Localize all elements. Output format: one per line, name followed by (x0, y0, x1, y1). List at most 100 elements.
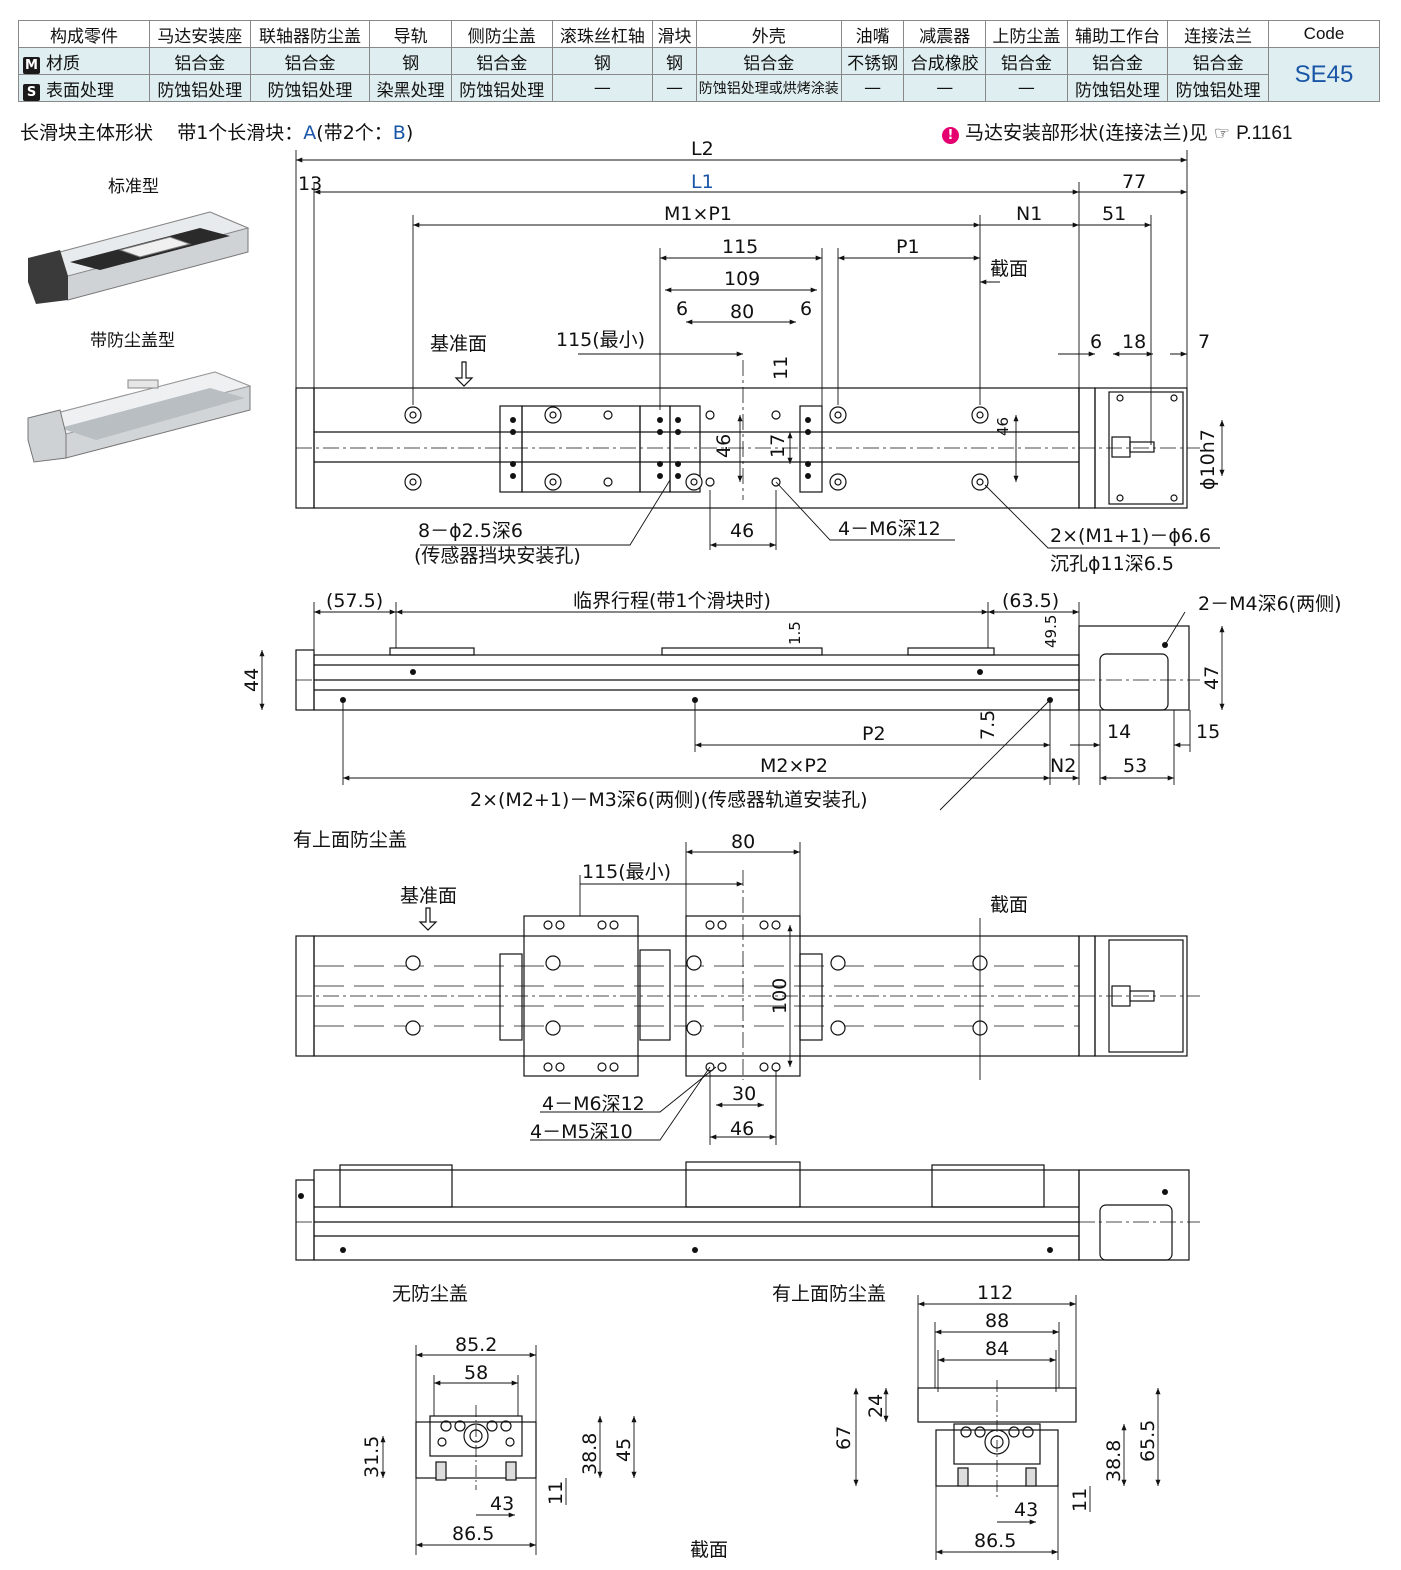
dim-phi10: ϕ10h7 (1197, 429, 1219, 490)
material-label: 材质 (46, 53, 80, 74)
stroke-label: 临界行程(带1个滑块时) (573, 590, 771, 612)
surface-label: 表面处理 (46, 80, 114, 101)
section-right-dim-lines (853, 1295, 1161, 1560)
spec-header: 连接法兰 (1167, 20, 1269, 48)
heading-variant-suffix: ) (405, 122, 414, 144)
cover-dim-100: 100 (769, 978, 791, 1014)
dim-51: 51 (1102, 203, 1126, 225)
dim-80: 80 (730, 301, 754, 323)
left-dim-43: 43 (490, 1493, 514, 1515)
dim-7-5: 7.5 (977, 710, 999, 740)
spec-header: 滚珠丝杠轴 (551, 20, 654, 48)
dim-46b: 46 (994, 417, 1012, 436)
cover-side-view (295, 1161, 1200, 1261)
dim-63-5: (63.5) (1002, 590, 1059, 612)
top-view-holes (404, 394, 1178, 502)
hole-sensor: 8－ϕ2.5深6 (418, 520, 523, 542)
datum-label: 基准面 (430, 333, 487, 355)
dim-6b: 6 (800, 298, 812, 320)
hole-counterbore: 2×(M1+1)－ϕ6.6 (1050, 525, 1211, 547)
product-photo-dust-cover (27, 371, 252, 463)
dim-17: 17 (767, 434, 789, 458)
motor-note: ! 马达安装部形状(连接法兰)见 ☞ P.1161 (942, 118, 1292, 145)
spec-header-code: Code (1268, 20, 1380, 48)
heading-variant-mid: (带2个： (316, 122, 393, 144)
section-right-drawing (917, 1380, 1077, 1498)
material-cell: 钢 (652, 47, 697, 75)
page-ref-link[interactable]: P.1161 (1236, 123, 1293, 144)
side-view (295, 625, 1200, 711)
cover-dim-80: 80 (731, 831, 755, 853)
dim-m1p1: M1×P1 (664, 203, 732, 225)
spec-table: 构成零件 马达安装座 联轴器防尘盖 导轨 侧防尘盖 滚珠丝杠轴 滑块 外壳 油嘴… (18, 20, 1380, 102)
dim-44: 44 (241, 668, 263, 692)
cover-view-dim-lines (530, 842, 981, 1145)
cover-dim-115min: 115(最小) (582, 861, 671, 883)
right-dim-84: 84 (985, 1338, 1009, 1360)
hole-sensor-note: (传感器挡块安装孔) (414, 545, 581, 567)
dim-N2: N2 (1050, 755, 1076, 777)
spec-header: 油嘴 (840, 20, 905, 48)
material-cell: 铝合金 (1167, 47, 1269, 75)
right-dim-88: 88 (985, 1310, 1009, 1332)
variant-a: A (303, 122, 317, 144)
right-dim-112: 112 (977, 1282, 1013, 1304)
left-dim-58: 58 (464, 1362, 488, 1384)
surface-cell: 染黑处理 (369, 74, 452, 102)
surface-cell: 防蚀铝处理 (149, 74, 251, 102)
left-dim-86-5: 86.5 (452, 1523, 494, 1545)
dim-49-5: 49.5 (1042, 615, 1060, 648)
product-photo-standard (28, 211, 250, 304)
dim-13: 13 (298, 173, 322, 195)
variant-b: B (392, 122, 406, 144)
heading-main: 长滑块主体形状 (20, 122, 154, 144)
dim-L2: L2 (691, 138, 714, 160)
dim-1-5: 1.5 (786, 621, 804, 645)
motor-note-text: 马达安装部形状(连接法兰)见 (965, 122, 1208, 144)
material-badge: M (23, 56, 40, 74)
dim-7: 7 (1198, 331, 1210, 353)
cover-view-title: 有上面防尘盖 (293, 829, 407, 851)
spec-header: 侧防尘盖 (450, 20, 553, 48)
spec-header: 构成零件 (18, 20, 150, 48)
dim-P2: P2 (862, 723, 886, 745)
dim-15: 15 (1196, 721, 1220, 743)
section-left-title: 无防尘盖 (392, 1283, 468, 1305)
cover-section-label: 截面 (990, 894, 1028, 916)
right-dim-67: 67 (833, 1426, 855, 1450)
surface-cell: — (551, 74, 654, 102)
section-left-drawing (415, 1405, 537, 1490)
dim-m2p2: M2×P2 (760, 755, 828, 777)
dim-115min: 115(最小) (556, 329, 645, 351)
left-dim-11: 11 (545, 1481, 567, 1505)
dim-46a: 46 (713, 434, 735, 458)
dim-11: 11 (770, 356, 792, 380)
cover-hole-m6: 4－M6深12 (542, 1093, 645, 1115)
dim-57-5: (57.5) (326, 590, 383, 612)
dim-46c: 46 (730, 520, 754, 542)
left-dim-45: 45 (613, 1438, 635, 1462)
hole-m6: 4－M6深12 (838, 518, 941, 540)
surface-cell: 防蚀铝处理 (1066, 74, 1169, 102)
section-caption: 截面 (690, 1539, 728, 1561)
top-view-dim-lines (295, 150, 1225, 550)
top-view-sensor-holes (510, 417, 811, 479)
left-dim-85-2: 85.2 (455, 1334, 497, 1356)
right-dim-24: 24 (865, 1394, 887, 1418)
code-value: SE45 (1268, 47, 1380, 102)
material-cell: 铝合金 (249, 47, 371, 75)
cover-dim-46: 46 (730, 1118, 754, 1140)
side-view-dim-lines (259, 602, 1225, 811)
section-label: 截面 (990, 258, 1028, 280)
cover-hole-m5: 4－M5深10 (530, 1121, 633, 1143)
material-cell: 钢 (369, 47, 452, 75)
dim-53: 53 (1123, 755, 1147, 777)
left-dim-38-8: 38.8 (579, 1433, 601, 1475)
hole-counterbore-note: 沉孔ϕ11深6.5 (1050, 553, 1174, 575)
spec-header-row: 构成零件 马达安装座 联轴器防尘盖 导轨 侧防尘盖 滚珠丝杠轴 滑块 外壳 油嘴… (18, 20, 1380, 48)
cover-dim-30: 30 (732, 1083, 756, 1105)
surface-cell: — (840, 74, 905, 102)
heading-variant-prefix: 带1个长滑块： (177, 122, 304, 144)
section-left-dim-lines (380, 1345, 637, 1555)
